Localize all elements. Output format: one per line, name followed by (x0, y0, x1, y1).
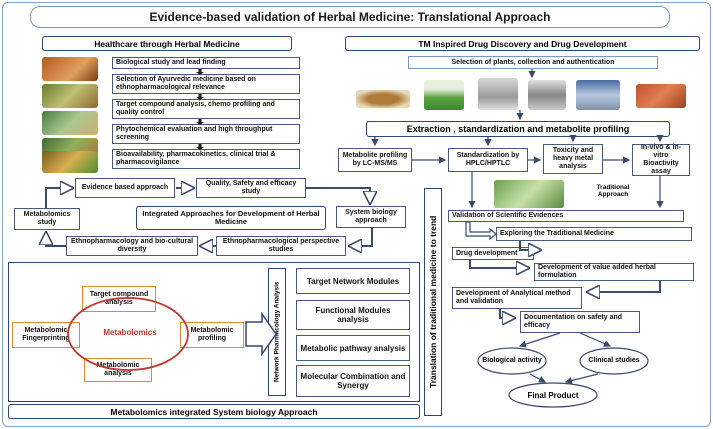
right-header: TM Inspired Drug Discovery and Drug Deve… (345, 36, 700, 51)
selection-plants-box: Selection of plants, collection and auth… (408, 56, 658, 69)
lcms-box: Metabolite profiling by LC-MS/MS (338, 148, 412, 172)
herb-sticks-image (636, 84, 686, 108)
system-biology-box: System biology approach (336, 206, 406, 228)
metabolomics-footer: Metabolomics integrated System biology A… (8, 404, 420, 419)
metabolomics-panel (8, 262, 420, 402)
analytical-method-box: Development of Analytical method and val… (452, 287, 582, 309)
metabolomic-profiling-box: Metabolomic profiling (180, 322, 244, 348)
plant-powder-image (356, 90, 410, 108)
left-step-1: Biological study and lead finding (112, 57, 300, 69)
integrated-approaches-box: Integrated Approaches for Development of… (136, 206, 326, 230)
herb-image-1 (42, 57, 98, 81)
metabolomic-fingerprinting-box: Metabolomic Fingerprinting (12, 322, 80, 348)
instrument-image (576, 80, 620, 110)
bioactivity-box: In-vivo & in-vitro Bioactivity assay (632, 144, 690, 176)
metabolomics-study-box: Metabolomics study (14, 208, 80, 230)
validation-box: Validation of Scientific Evidences (448, 210, 684, 222)
translation-label: Translation of traditional medicine to t… (424, 188, 442, 416)
metabolomics-center-label: Metabolomics (103, 328, 157, 337)
clinical-studies-label: Clinical studies (588, 357, 640, 364)
left-step-3: Target compound analysis, chemo profilin… (112, 99, 300, 119)
documentation-box: Documentation on safety and efficacy (520, 311, 640, 333)
module-target-network: Target Network Modules (296, 268, 410, 294)
left-header: Healthcare through Herbal Medicine (42, 36, 292, 51)
network-pharmacology-label: Network Pharmacology Analysis (268, 268, 286, 396)
page-title: Evidence-based validation of Herbal Medi… (30, 6, 670, 28)
metabolomic-analysis-box: Metabolomic analysis (84, 358, 152, 382)
traditional-approach-label: Traditional Approach (596, 184, 630, 198)
module-metabolic-pathway: Metabolic pathway analysis (296, 335, 410, 361)
biological-activity-label: Biological activity (482, 357, 542, 364)
herb-image-3 (42, 111, 98, 135)
module-molecular-combination: Molecular Combination and Synergy (296, 365, 410, 397)
drug-development-box: Drug development (452, 247, 534, 260)
toxicity-box: Toxicity and heavy metal analysis (543, 144, 603, 174)
final-product-label: Final Product (527, 390, 579, 400)
value-added-box: Development of value added herbal formul… (534, 263, 694, 281)
module-functional: Functional Modules analysis (296, 300, 410, 330)
ethno-cultural-box: Ethnopharmacology and bio-cultural diver… (66, 236, 198, 256)
left-step-5: Bioavailability, pharmacokinetics, clini… (112, 149, 300, 169)
quality-safety-box: Quality, Safety and efficacy study (196, 178, 306, 198)
herb-image-2 (42, 84, 98, 108)
left-step-2: Selection of Ayurvedic medicine based on… (112, 74, 300, 94)
hplc-box: Standardization by HPLC/HPTLC (448, 148, 528, 172)
herb-image-5 (42, 151, 98, 173)
analysis-equipment-image (528, 80, 566, 110)
extract-image (424, 80, 464, 110)
exploring-box: Exploring the Traditional Medicine (496, 227, 692, 241)
extraction-box: Extraction , standardization and metabol… (366, 121, 670, 137)
lab-equipment-image (478, 78, 518, 110)
target-compound-box: Target compound analysis (82, 286, 156, 312)
traditional-approach-image (494, 180, 564, 208)
evidence-based-box: Evidence based approach (75, 178, 175, 198)
left-step-4: Phytochemical evaluation and high throug… (112, 124, 300, 144)
ethno-perspective-box: Ethnopharmacological perspective studies (216, 236, 346, 256)
